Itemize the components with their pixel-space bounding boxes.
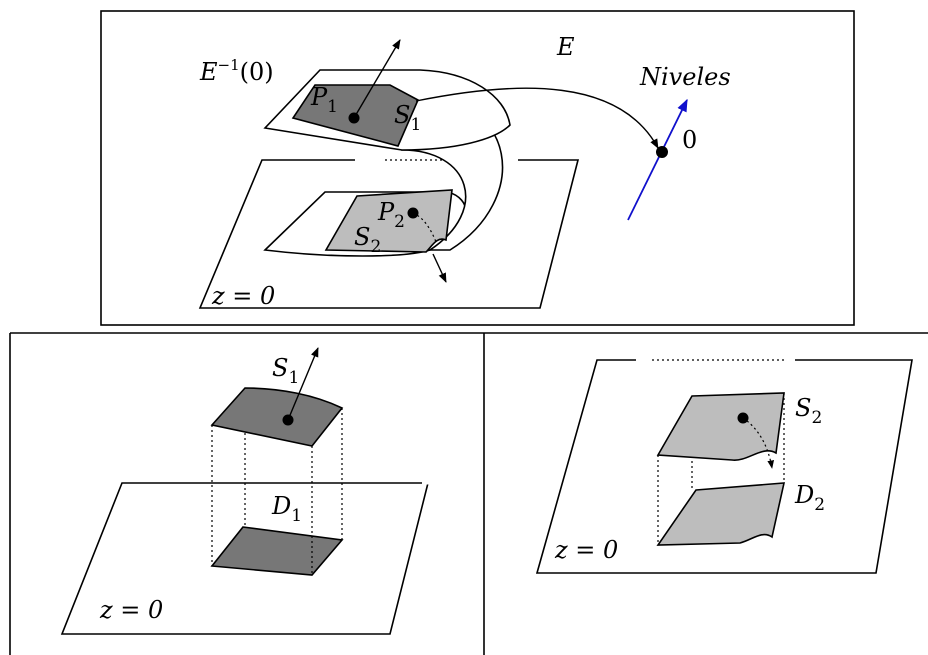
s2-label: S2 bbox=[354, 223, 381, 257]
normal-arrow-p1 bbox=[353, 39, 401, 119]
p1-label: P1 bbox=[310, 83, 338, 117]
right-d2-label: D2 bbox=[794, 481, 825, 515]
projection-lines-1 bbox=[211, 388, 343, 575]
s2-patch-right bbox=[656, 392, 785, 461]
left-d1-label: D1 bbox=[271, 492, 302, 526]
normal-arrow-s1 bbox=[287, 347, 319, 421]
p2-label: P2 bbox=[377, 198, 405, 232]
s1-patch-left bbox=[210, 387, 344, 447]
levels-label: Niveles bbox=[639, 63, 731, 91]
levels-line bbox=[627, 98, 688, 221]
top-panel: E−1(0) E Niveles 0 P1 S1 P2 S2 z = 0 bbox=[100, 10, 855, 326]
normal-arrow-p2 bbox=[432, 253, 447, 283]
right-plane-label: z = 0 bbox=[554, 536, 618, 564]
s2-patch bbox=[324, 189, 453, 253]
d1-patch bbox=[210, 526, 344, 576]
top-panel-frame bbox=[100, 10, 855, 326]
surface-label: E−1(0) bbox=[199, 56, 274, 86]
zero-level-point bbox=[656, 146, 668, 158]
s1-label: S1 bbox=[394, 101, 421, 135]
right-plane bbox=[535, 359, 913, 574]
left-s1-label: S1 bbox=[272, 354, 299, 388]
s1-point bbox=[282, 414, 294, 426]
map-label: E bbox=[556, 33, 575, 61]
left-plane-label: z = 0 bbox=[99, 596, 163, 624]
p1-point bbox=[348, 112, 360, 124]
map-arrow-e bbox=[415, 87, 659, 149]
left-panel: S1 D1 z = 0 bbox=[60, 347, 433, 635]
zero-label: 0 bbox=[682, 126, 697, 154]
right-panel: S2 D2 z = 0 bbox=[535, 358, 913, 574]
right-s2-label: S2 bbox=[795, 394, 822, 428]
top-plane-label: z = 0 bbox=[211, 282, 275, 310]
d2-patch bbox=[656, 482, 786, 546]
